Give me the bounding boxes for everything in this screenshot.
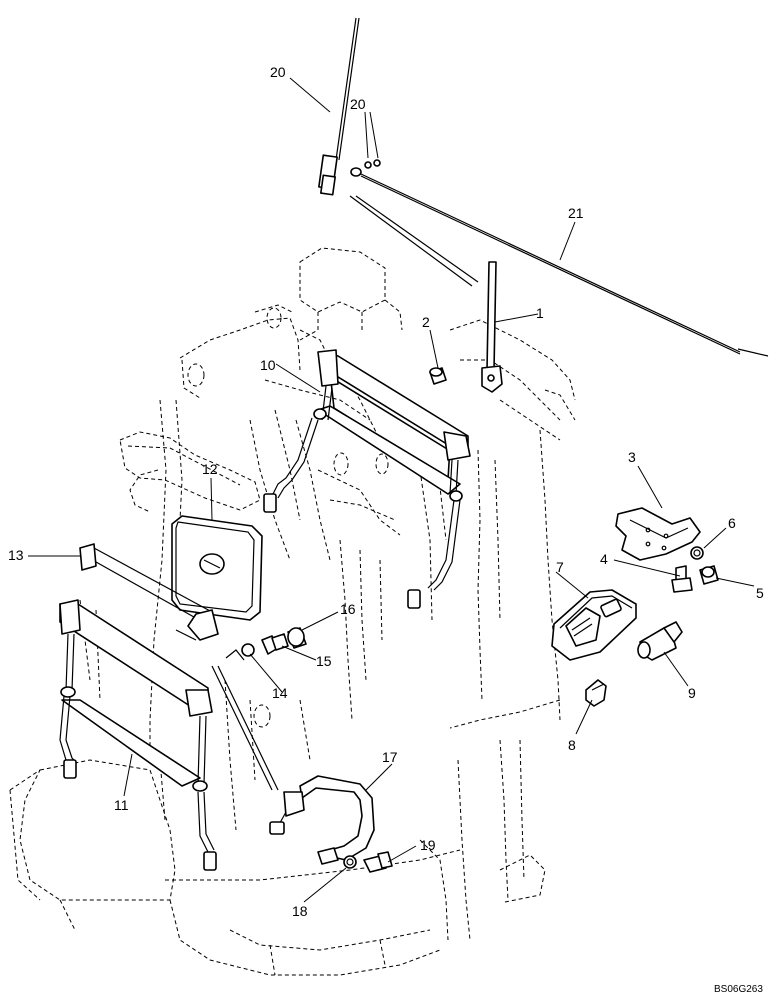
- washer-and-bolt: [343, 851, 393, 873]
- bolts-and-nut: [671, 546, 719, 593]
- drawing-code: BS06G263: [714, 984, 763, 995]
- antenna-screws: [364, 159, 381, 169]
- callout-13: 13: [8, 547, 24, 563]
- callout-1: 1: [536, 305, 544, 321]
- callout-20-mast: 20: [270, 64, 286, 80]
- callout-14: 14: [272, 685, 288, 701]
- toggle-switch: [637, 621, 683, 661]
- callout-16: 16: [340, 601, 356, 617]
- callout-9: 9: [688, 685, 696, 701]
- callout-4: 4: [600, 551, 608, 567]
- callout-2: 2: [422, 314, 430, 330]
- upper-mirror-bracket: [263, 349, 471, 609]
- switch-panel: [551, 589, 637, 661]
- callout-6: 6: [728, 515, 736, 531]
- leader-lines: [28, 77, 755, 903]
- mirror-arm: [79, 543, 219, 641]
- callout-20-screws: 20: [350, 96, 366, 112]
- mounting-plate: [615, 507, 701, 561]
- antenna-cable: [349, 167, 769, 357]
- grab-handle: [269, 775, 375, 865]
- callout-17: 17: [382, 749, 398, 765]
- callout-18: 18: [292, 903, 308, 919]
- grommet: [429, 367, 447, 385]
- antenna-mast: [318, 17, 360, 196]
- washer-nut-cap: [211, 627, 307, 791]
- callout-labels: 20 20 21 1 2 10 12 13 16 15 14 11 17 19 …: [8, 64, 764, 995]
- callout-12: 12: [202, 461, 218, 477]
- callout-15: 15: [316, 653, 332, 669]
- cab-frame-outline: [9, 247, 576, 976]
- callout-10: 10: [260, 357, 276, 373]
- callout-5: 5: [756, 585, 764, 601]
- lower-mirror-bracket: [59, 599, 217, 871]
- antenna-post: [481, 261, 503, 393]
- mirror-head: [171, 515, 263, 621]
- callout-8: 8: [568, 737, 576, 753]
- callout-7: 7: [556, 559, 564, 575]
- callout-21: 21: [568, 205, 584, 221]
- callout-3: 3: [628, 449, 636, 465]
- callout-19: 19: [420, 837, 436, 853]
- callout-11: 11: [114, 797, 129, 813]
- clip: [585, 679, 607, 707]
